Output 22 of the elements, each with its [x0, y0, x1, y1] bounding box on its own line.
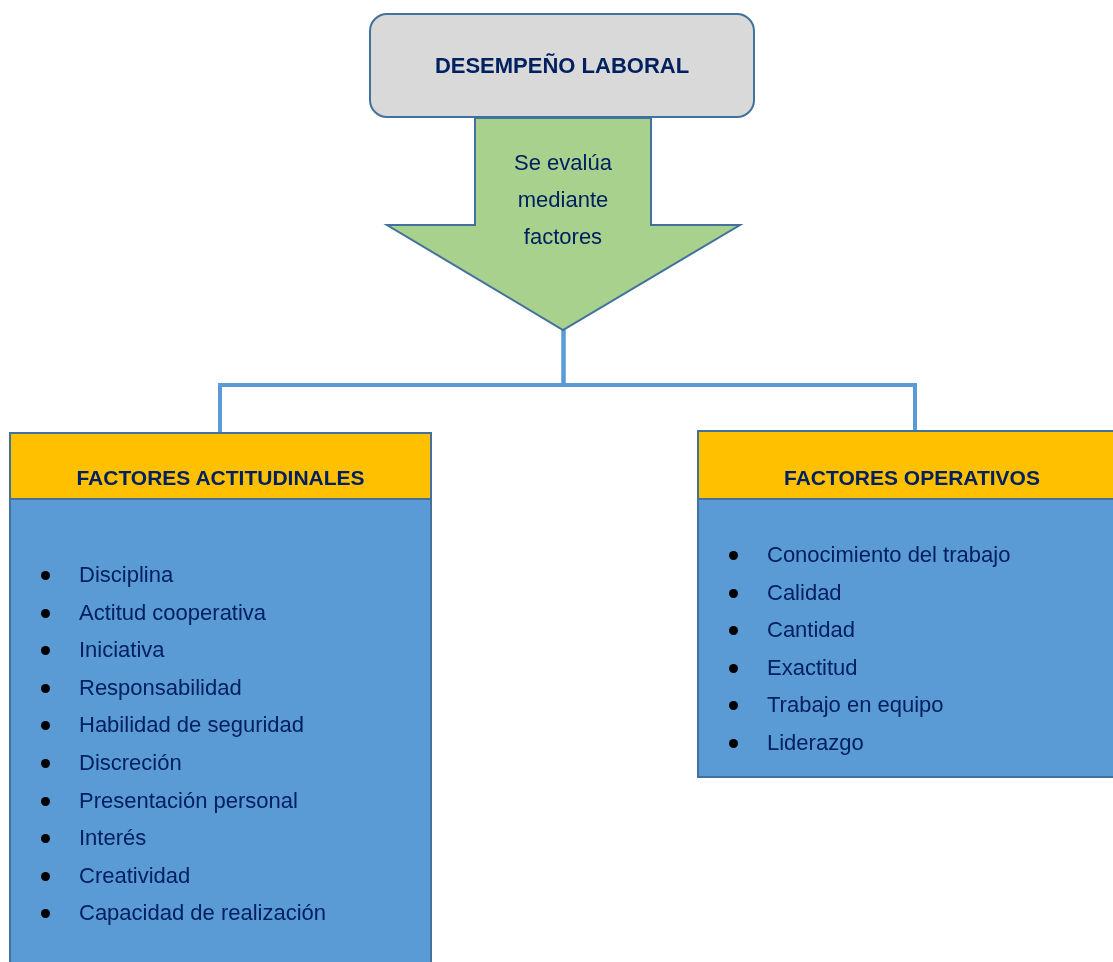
bullet-item: Discreción [39, 743, 182, 782]
bullet-item: Responsabilidad [39, 668, 242, 707]
bullet-item: Disciplina [39, 556, 174, 594]
bullet-item: Calidad [727, 573, 842, 612]
arrow-label: Se evalúa mediante factores [513, 149, 613, 251]
bullet-item: Conocimiento del trabajo [727, 536, 1011, 574]
bullet-item: Actitud cooperativa [39, 593, 267, 632]
bullet-item: Cantidad [727, 611, 856, 649]
bullet-item: Creatividad [39, 856, 191, 895]
rounded-box [369, 13, 755, 118]
bullet-item: Exactitud [727, 648, 858, 687]
bullet-item: Capacidad de realización [39, 894, 327, 932]
bullet-item: Liderazgo [727, 723, 864, 762]
bullet-item: Trabajo en equipo [727, 686, 944, 724]
box-title: DESEMPEÑO LABORAL [434, 52, 690, 79]
bullet-item: Interés [39, 819, 147, 857]
connector-line [561, 330, 917, 430]
bullet-item: Habilidad de seguridad [39, 706, 305, 744]
bullet-item: Iniciativa [39, 631, 165, 669]
bullet-item: Presentación personal [39, 781, 298, 820]
panel-header: FACTORES OPERATIVOS [697, 430, 1113, 498]
panel-header: FACTORES ACTITUDINALES [9, 432, 432, 498]
